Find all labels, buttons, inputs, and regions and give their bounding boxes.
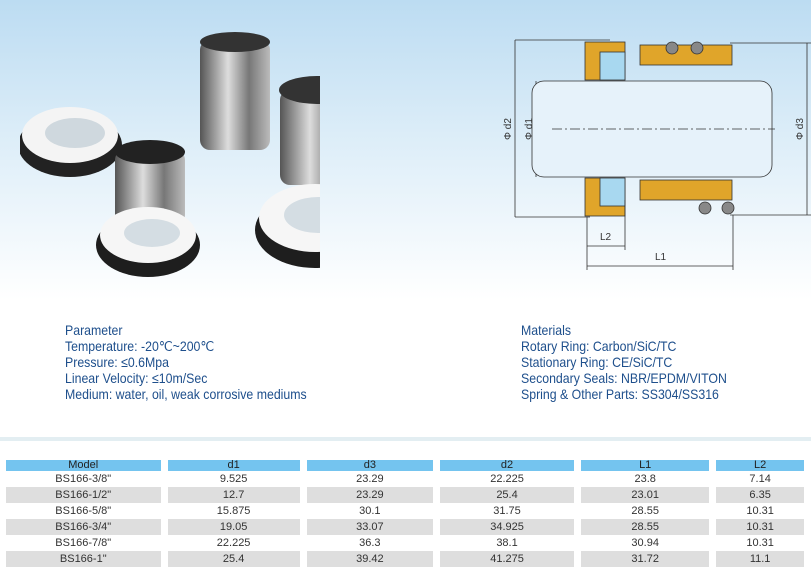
dimensions-table: Model d1 d3 d2 L1 L2 BS166-3/8" 9.525 23.2…	[0, 460, 811, 567]
materials-title: Materials	[521, 322, 571, 338]
table-cell-d1: 19.05	[167, 519, 300, 535]
parameter-line: Pressure: ≤0.6Mpa	[65, 354, 170, 370]
divider	[0, 437, 811, 441]
table-row: BS166-3/4" 19.05 33.07 34.925 28.55 10.31	[6, 519, 804, 535]
table-cell-d1: 25.4	[167, 551, 300, 567]
table-cell-model: BS166-3/8"	[55, 473, 112, 485]
parameter-section: Parameter Temperature: -20℃~200℃ Pressur…	[65, 322, 307, 402]
parameter-title: Parameter	[65, 322, 123, 338]
label-d1: Φ d1	[524, 118, 535, 140]
table-cell-d2: 22.225	[490, 473, 524, 485]
table-cell-l1: 23.01	[581, 487, 710, 503]
table-cell-l2: 11.1	[716, 551, 804, 567]
parameter-line: Medium: water, oil, weak corrosive mediu…	[65, 386, 307, 402]
header-l2: L2	[716, 460, 804, 471]
seal-cross-section-diagram: L2 L1 Φ d2 Φ d1 Φ d3	[503, 39, 811, 270]
table-cell-model: BS166-7/8"	[55, 537, 112, 549]
table-cell-d1: 12.7	[167, 487, 300, 503]
table-cell-model: BS166-1"	[6, 551, 161, 567]
header-d2: d2	[439, 460, 575, 471]
table-cell-d1: 9.525	[219, 473, 248, 485]
table-cell-model: BS166-3/4"	[6, 519, 161, 535]
table-cell-model: BS166-5/8"	[55, 505, 112, 517]
header-d3: d3	[306, 460, 433, 471]
table-cell-l1: 30.94	[631, 537, 659, 549]
table-cell-d3: 23.29	[306, 487, 433, 503]
header-d1: d1	[167, 460, 300, 471]
table-cell-d1: 22.225	[216, 537, 251, 549]
table-cell-l2: 7.14	[749, 473, 771, 485]
table-row: BS166-1" 25.4 39.42 41.275 31.72 11.1	[6, 551, 804, 567]
table-cell-l2: 10.31	[746, 505, 774, 517]
table-cell-l2: 10.31	[716, 519, 804, 535]
table-cell-l2: 10.31	[746, 537, 774, 549]
table-row: BS166-5/8" 15.875 30.1 31.75 28.55 10.31	[6, 503, 804, 519]
table-row: BS166-1/2" 12.7 23.29 25.4 23.01 6.35	[6, 487, 804, 503]
header-model: Model	[6, 460, 161, 471]
materials-line: Stationary Ring: CE/SiC/TC	[521, 354, 673, 370]
materials-line: Rotary Ring: Carbon/SiC/TC	[521, 338, 677, 354]
table-cell-d2: 38.1	[496, 537, 518, 549]
table-cell-d3: 39.42	[306, 551, 433, 567]
table-cell-d1: 15.875	[216, 505, 251, 517]
table-cell-d2: 41.275	[439, 551, 575, 567]
parameter-line: Temperature: -20℃~200℃	[65, 338, 215, 354]
table-cell-d3: 36.3	[359, 537, 381, 549]
table-cell-l1: 31.72	[581, 551, 710, 567]
table-cell-d3: 33.07	[306, 519, 433, 535]
product-photo	[20, 32, 320, 277]
table-row: BS166-3/8" 9.525 23.29 22.225 23.8 7.14	[6, 471, 804, 487]
table-row: BS166-7/8" 22.225 36.3 38.1 30.94 10.31	[6, 535, 804, 551]
table-cell-model: BS166-1/2"	[6, 487, 161, 503]
table-cell-d2: 31.75	[493, 505, 521, 517]
table-cell-d3: 23.29	[356, 473, 384, 485]
materials-section: Materials Rotary Ring: Carbon/SiC/TC Sta…	[521, 322, 727, 402]
parameter-line: Linear Velocity: ≤10m/Sec	[65, 370, 208, 386]
label-l2: L2	[600, 232, 612, 243]
header-l1: L1	[581, 460, 710, 471]
label-l1: L1	[655, 252, 667, 263]
materials-line: Spring & Other Parts: SS304/SS316	[521, 386, 719, 402]
materials-line: Secondary Seals: NBR/EPDM/VITON	[521, 370, 727, 386]
table-header-row: Model d1 d3 d2 L1 L2	[6, 460, 804, 471]
table-cell-d2: 34.925	[439, 519, 575, 535]
table-cell-d3: 30.1	[359, 505, 381, 517]
table-cell-l1: 23.8	[634, 473, 656, 485]
table-cell-l1: 28.55	[631, 505, 659, 517]
table-cell-l2: 6.35	[716, 487, 804, 503]
table-cell-l1: 28.55	[581, 519, 710, 535]
label-d2: Φ d2	[503, 118, 514, 140]
label-d3: Φ d3	[795, 118, 806, 140]
table-cell-d2: 25.4	[439, 487, 575, 503]
